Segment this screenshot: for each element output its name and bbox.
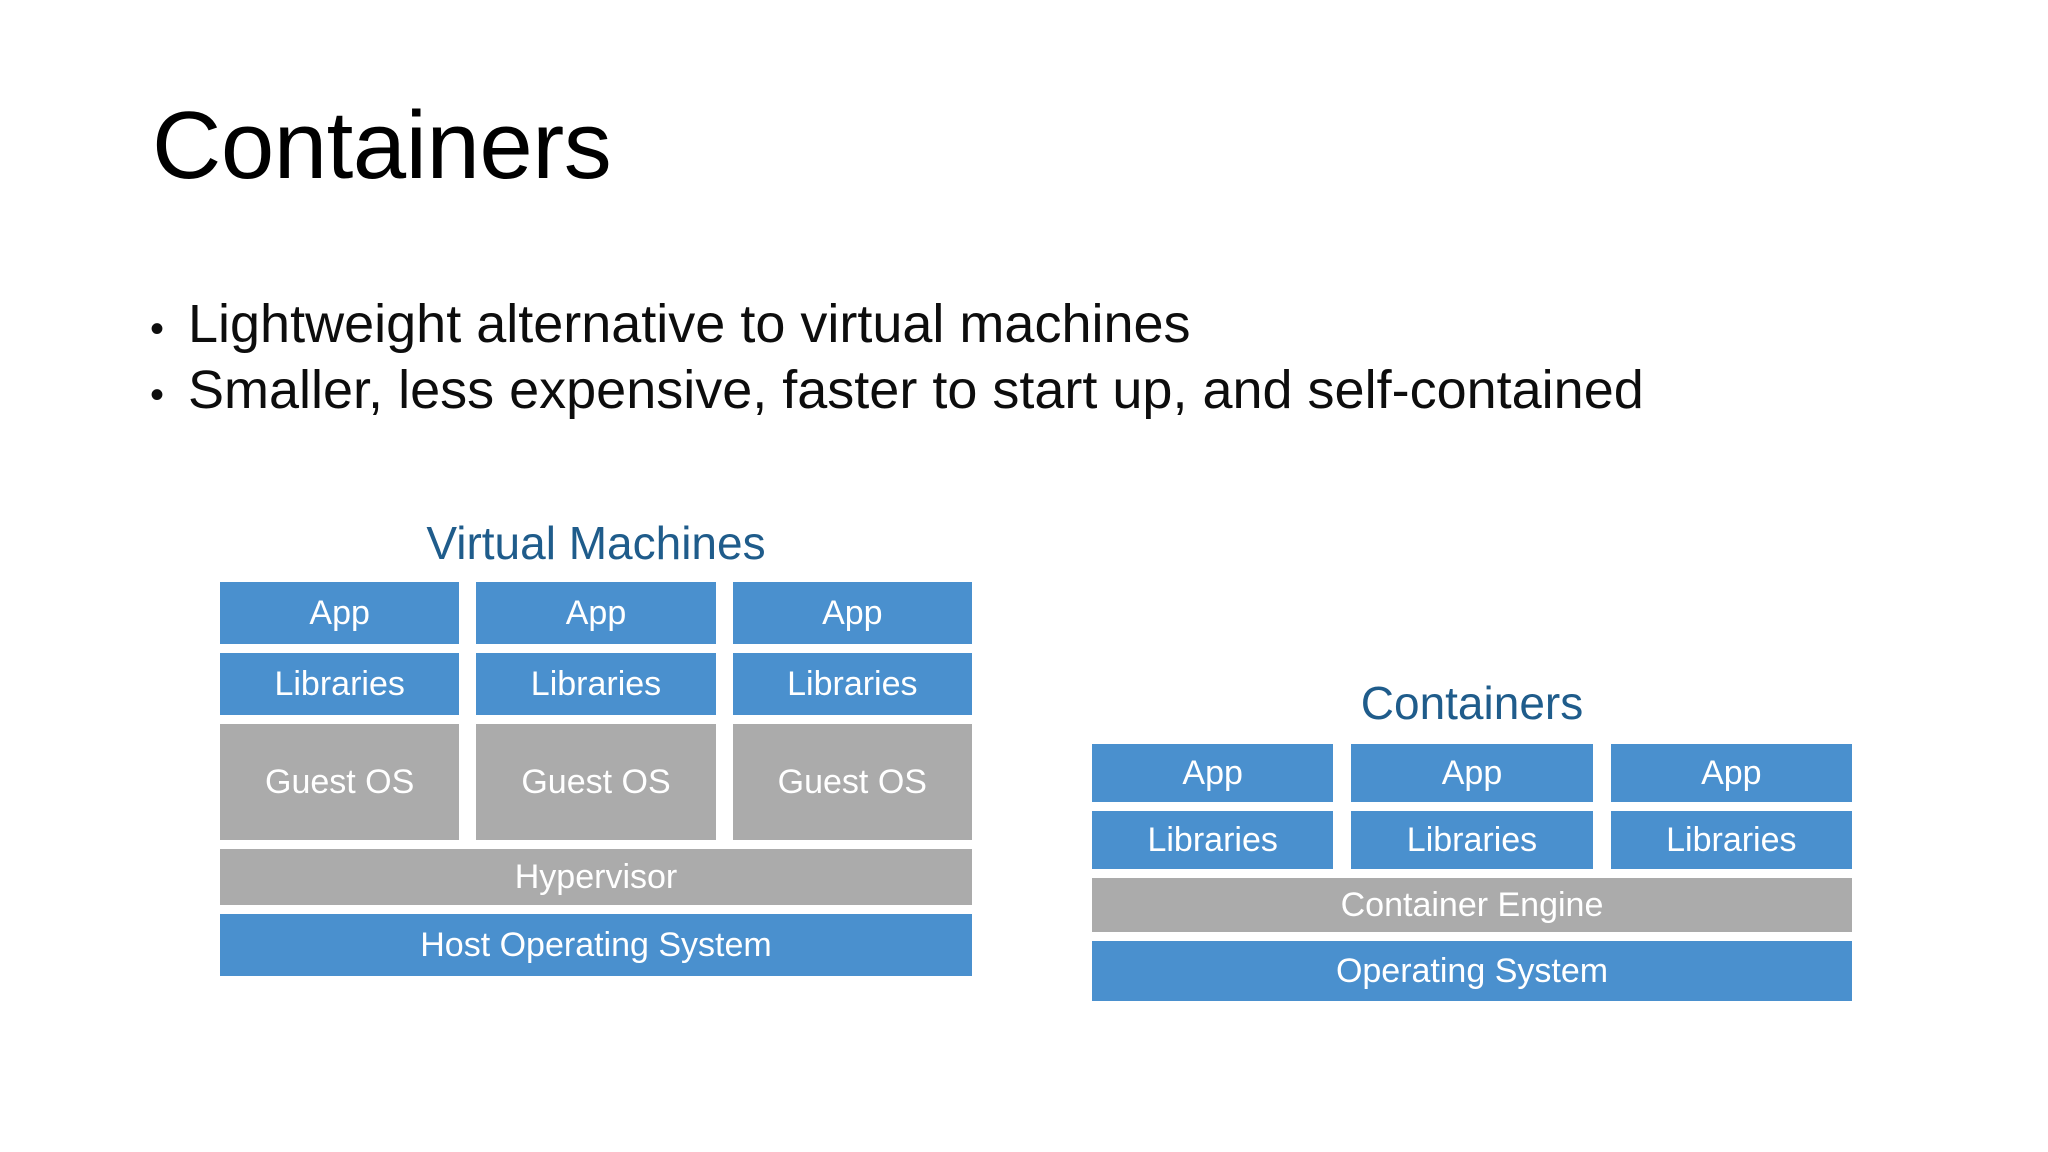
container-libraries-box: Libraries	[1610, 811, 1852, 869]
vm-host-operating-system-box: Host Operating System	[220, 914, 972, 976]
container-app-box: App	[1351, 744, 1593, 802]
container-operating-system-row: Operating System	[1092, 941, 1852, 1001]
containers-stack: Containers App App App Libraries Librari…	[1092, 680, 1852, 1001]
container-operating-system-box: Operating System	[1092, 941, 1852, 1001]
vm-guest-os-box: Guest OS	[476, 724, 716, 840]
containers-heading: Containers	[1360, 677, 1584, 729]
virtual-machines-stack: Virtual Machines App App App Libraries L…	[220, 520, 972, 976]
list-item: • Smaller, less expensive, faster to sta…	[150, 358, 1950, 424]
bullet-text: Smaller, less expensive, faster to start…	[188, 359, 1644, 420]
container-apps-row: App App App	[1092, 744, 1852, 802]
vm-libraries-box: Libraries	[220, 653, 460, 715]
bullet-point-icon: •	[150, 307, 165, 351]
list-item: • Lightweight alternative to virtual mac…	[150, 292, 1950, 358]
virtual-machines-heading: Virtual Machines	[426, 517, 766, 569]
bullet-list: • Lightweight alternative to virtual mac…	[150, 292, 1950, 424]
vm-libraries-box: Libraries	[476, 653, 716, 715]
container-engine-row: Container Engine	[1092, 878, 1852, 932]
container-libraries-box: Libraries	[1351, 811, 1593, 869]
container-app-box: App	[1092, 744, 1334, 802]
container-libraries-box: Libraries	[1092, 811, 1334, 869]
bullet-text: Lightweight alternative to virtual machi…	[188, 294, 1191, 354]
vm-host-os-row: Host Operating System	[220, 914, 972, 976]
vm-hypervisor-box: Hypervisor	[220, 849, 972, 905]
vm-guest-os-row: Guest OS Guest OS Guest OS	[220, 724, 972, 840]
container-libraries-row: Libraries Libraries Libraries	[1092, 811, 1852, 869]
vm-guest-os-box: Guest OS	[732, 724, 972, 840]
vm-hypervisor-row: Hypervisor	[220, 849, 972, 905]
vm-apps-row: App App App	[220, 582, 972, 644]
container-app-box: App	[1610, 744, 1852, 802]
vm-guest-os-box: Guest OS	[220, 724, 460, 840]
vm-libraries-row: Libraries Libraries Libraries	[220, 653, 972, 715]
page-title: Containers	[152, 92, 612, 199]
vm-libraries-box: Libraries	[732, 653, 972, 715]
vm-app-box: App	[732, 582, 972, 644]
bullet-point-icon: •	[150, 372, 165, 417]
vm-app-box: App	[476, 582, 716, 644]
vm-app-box: App	[220, 582, 460, 644]
container-engine-box: Container Engine	[1092, 878, 1852, 932]
